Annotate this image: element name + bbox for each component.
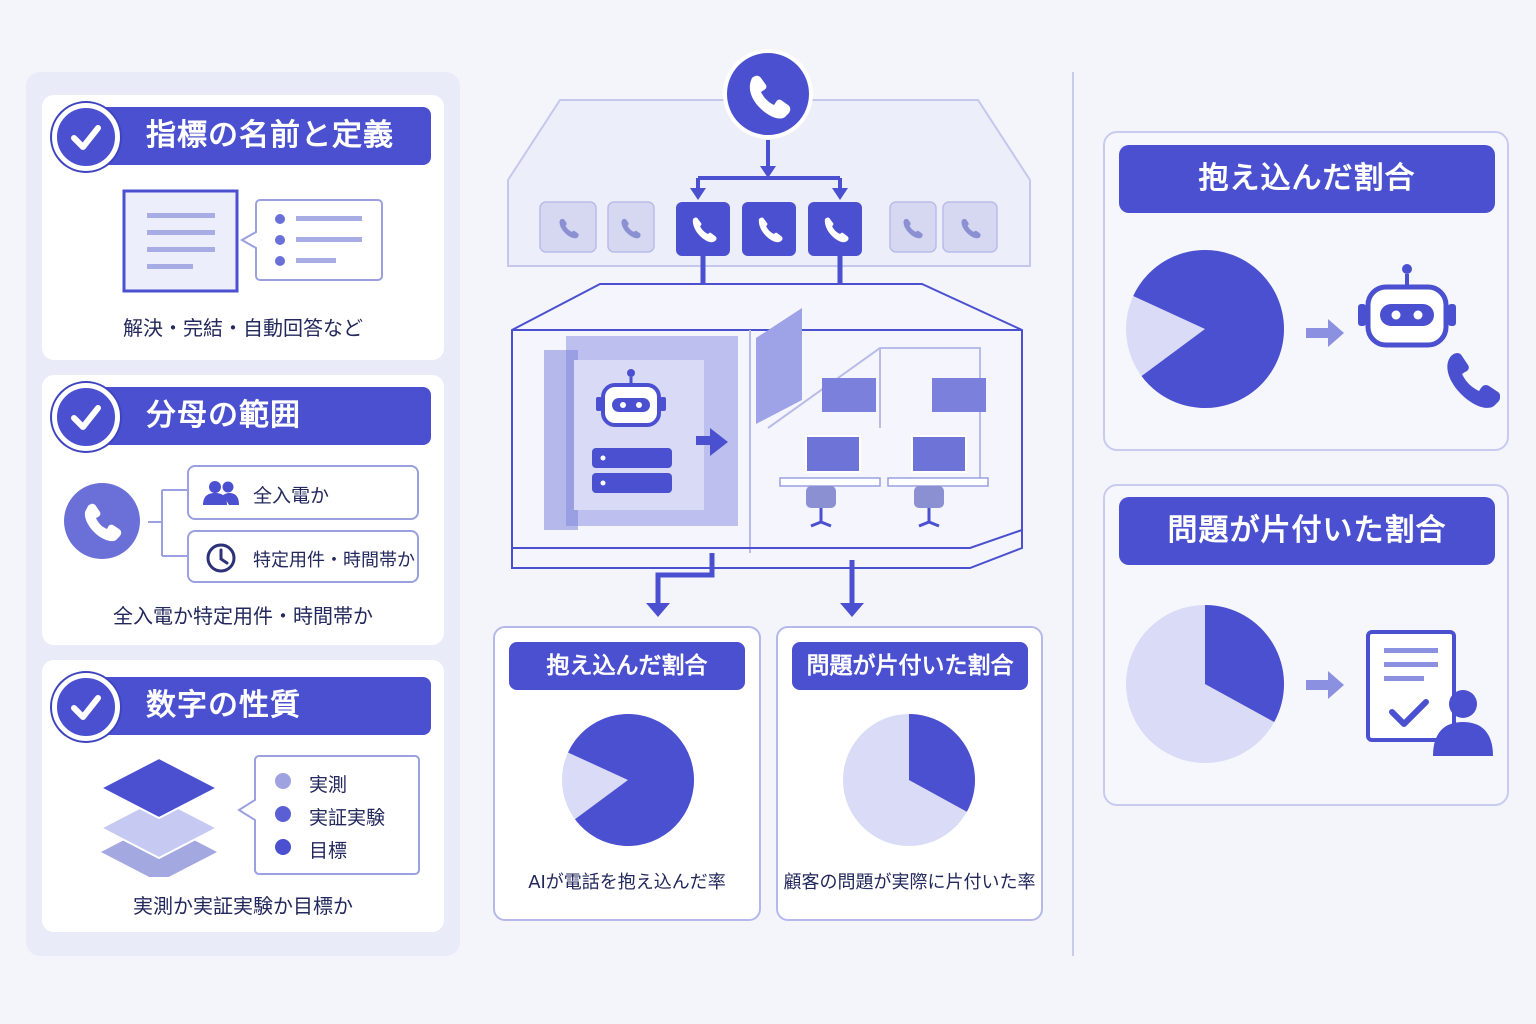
card-caption: 実測か実証実験か目標か — [133, 894, 353, 918]
call-center-illustration — [507, 49, 1031, 617]
phone-branch-icon — [64, 483, 188, 559]
option-label: 全入電か — [253, 485, 330, 507]
layers-speech-icon — [98, 755, 420, 877]
center-card-caption: AIが電話を抱え込んだ率 — [528, 872, 726, 893]
pie-slice-share — [909, 714, 975, 812]
center-card-title: 問題が片付いた割合 — [792, 642, 1028, 690]
card-title: 指標の名前と定義 — [146, 118, 394, 153]
option-label: 実測 — [309, 774, 348, 796]
clock-icon — [206, 543, 236, 573]
document-speech-icon — [122, 189, 383, 293]
option-label: 実証実験 — [309, 807, 386, 829]
containment-pie-chart — [562, 714, 694, 846]
card-header-denominator: 分母の範囲 — [52, 383, 431, 451]
pie-slice-share — [1133, 250, 1284, 408]
vertical-divider — [1072, 72, 1074, 956]
pie-slice-share — [1205, 605, 1284, 723]
option-all-calls: 全入電か — [187, 465, 419, 520]
pie-slice-share — [568, 714, 694, 846]
check-icon — [52, 383, 120, 451]
option-label: 特定用件・時間帯か — [253, 550, 415, 571]
robot-phone-icon — [1306, 264, 1500, 408]
center-card-title: 抱え込んだ割合 — [509, 642, 745, 690]
option-label: 目標 — [309, 840, 348, 862]
containment-pie-chart — [1126, 250, 1284, 408]
card-header-number-nature: 数字の性質 — [52, 673, 431, 741]
right-card-title: 問題が片付いた割合 — [1119, 497, 1495, 565]
card-header-metric-name: 指標の名前と定義 — [52, 103, 431, 171]
resolution-pie-chart — [843, 714, 975, 846]
center-card-caption: 顧客の問題が実際に片付いた率 — [783, 872, 1036, 893]
option-specific: 特定用件・時間帯か — [187, 530, 419, 583]
card-title: 分母の範囲 — [146, 398, 301, 433]
card-caption: 全入電か特定用件・時間帯か — [113, 604, 373, 628]
right-card-title: 抱え込んだ割合 — [1119, 145, 1495, 213]
card-caption: 解決・完結・自動回答など — [123, 316, 363, 340]
resolved-document-icon — [1306, 630, 1493, 756]
people-icon — [203, 481, 239, 505]
card-title: 数字の性質 — [146, 688, 301, 723]
resolution-pie-chart — [1126, 605, 1284, 763]
check-icon — [52, 673, 120, 741]
check-icon — [52, 103, 120, 171]
